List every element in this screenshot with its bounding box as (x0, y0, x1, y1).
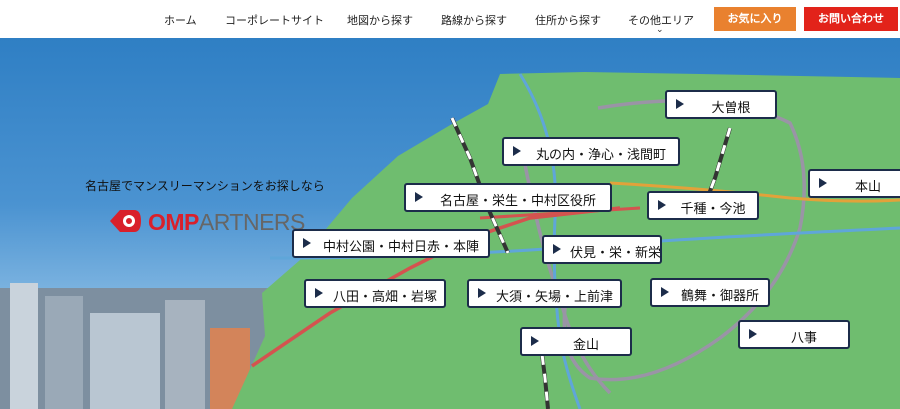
building (90, 313, 160, 409)
orange-line (609, 181, 900, 203)
arrow-right-icon (819, 178, 827, 188)
building (165, 300, 205, 409)
area-label: 大須・矢場・上前津 (495, 290, 613, 305)
area-button-fushimi[interactable]: 伏見・栄・新栄 (542, 235, 662, 264)
area-button-ozone[interactable]: 大曽根 (665, 90, 777, 119)
logo-mark-icon (110, 210, 141, 232)
rail-track (450, 117, 510, 254)
nav-home[interactable]: ホーム (164, 14, 197, 27)
logo-text: OMPARTNERS (148, 209, 305, 236)
area-label: 丸の内・浄心・浅間町 (535, 148, 666, 163)
nav-search-address[interactable]: 住所から探す (535, 14, 601, 27)
area-label: 八田・高畑・岩塚 (332, 290, 437, 305)
building (45, 296, 83, 409)
nav-corporate-site[interactable]: コーポレートサイト (225, 14, 324, 27)
area-label: 名古屋・栄生・中村区役所 (439, 194, 596, 209)
logo-suffix: ARTNERS (198, 209, 306, 235)
area-button-chikusa[interactable]: 千種・今池 (647, 191, 759, 220)
area-button-nakamura[interactable]: 中村公園・中村日赤・本陣 (292, 229, 490, 258)
arrow-right-icon (415, 192, 423, 202)
area-label: 千種・今池 (680, 202, 746, 217)
area-button-marunouchi[interactable]: 丸の内・浄心・浅間町 (502, 137, 680, 166)
area-button-motoyama[interactable]: 本山 (808, 169, 900, 198)
arrow-right-icon (661, 287, 669, 297)
area-label: 大曽根 (711, 101, 751, 116)
arrow-right-icon (676, 99, 684, 109)
building (10, 283, 38, 409)
area-button-tsurumai[interactable]: 鶴舞・御器所 (650, 278, 770, 307)
area-button-nagoya[interactable]: 名古屋・栄生・中村区役所 (404, 183, 612, 212)
area-button-kanayama[interactable]: 金山 (520, 327, 632, 356)
favorites-button[interactable]: お気に入り (714, 7, 796, 31)
hero-banner: 名古屋でマンスリーマンションをお探しなら OMPARTNERS 大曽根 丸の内・… (0, 38, 900, 409)
arrow-right-icon (303, 238, 311, 248)
nav-search-map[interactable]: 地図から探す (347, 14, 413, 27)
contact-button[interactable]: お問い合わせ (804, 7, 898, 31)
area-label: 伏見・栄・新栄 (570, 246, 662, 261)
area-button-osu[interactable]: 大須・矢場・上前津 (467, 279, 622, 308)
rail-track (538, 337, 550, 409)
nav-search-line[interactable]: 路線から探す (441, 14, 507, 27)
nav-other-areas[interactable]: その他エリア ⌄ (628, 12, 694, 35)
chevron-down-icon: ⌄ (656, 25, 664, 35)
area-label: 八事 (790, 331, 817, 346)
area-label: 金山 (572, 338, 599, 353)
area-button-hatta[interactable]: 八田・高畑・岩塚 (304, 279, 446, 308)
arrow-right-icon (658, 200, 666, 210)
area-label: 鶴舞・御器所 (680, 289, 759, 304)
brand-logo: OMPARTNERS (108, 208, 338, 238)
arrow-right-icon (553, 244, 561, 254)
arrow-right-icon (749, 329, 757, 339)
arrow-right-icon (478, 288, 486, 298)
arrow-right-icon (315, 288, 323, 298)
arrow-right-icon (531, 336, 539, 346)
logo-brand: OMP (148, 209, 199, 235)
nav-other-areas-label: その他エリア (628, 14, 694, 27)
arrow-right-icon (513, 146, 521, 156)
red-line (479, 206, 641, 220)
area-label: 本山 (854, 180, 881, 195)
top-navigation: ホーム コーポレートサイト 地図から探す 路線から探す 住所から探す その他エリ… (0, 0, 900, 38)
area-button-yagoto[interactable]: 八事 (738, 320, 850, 349)
area-label: 中村公園・中村日赤・本陣 (322, 240, 479, 255)
hero-tagline: 名古屋でマンスリーマンションをお探しなら (85, 179, 325, 193)
